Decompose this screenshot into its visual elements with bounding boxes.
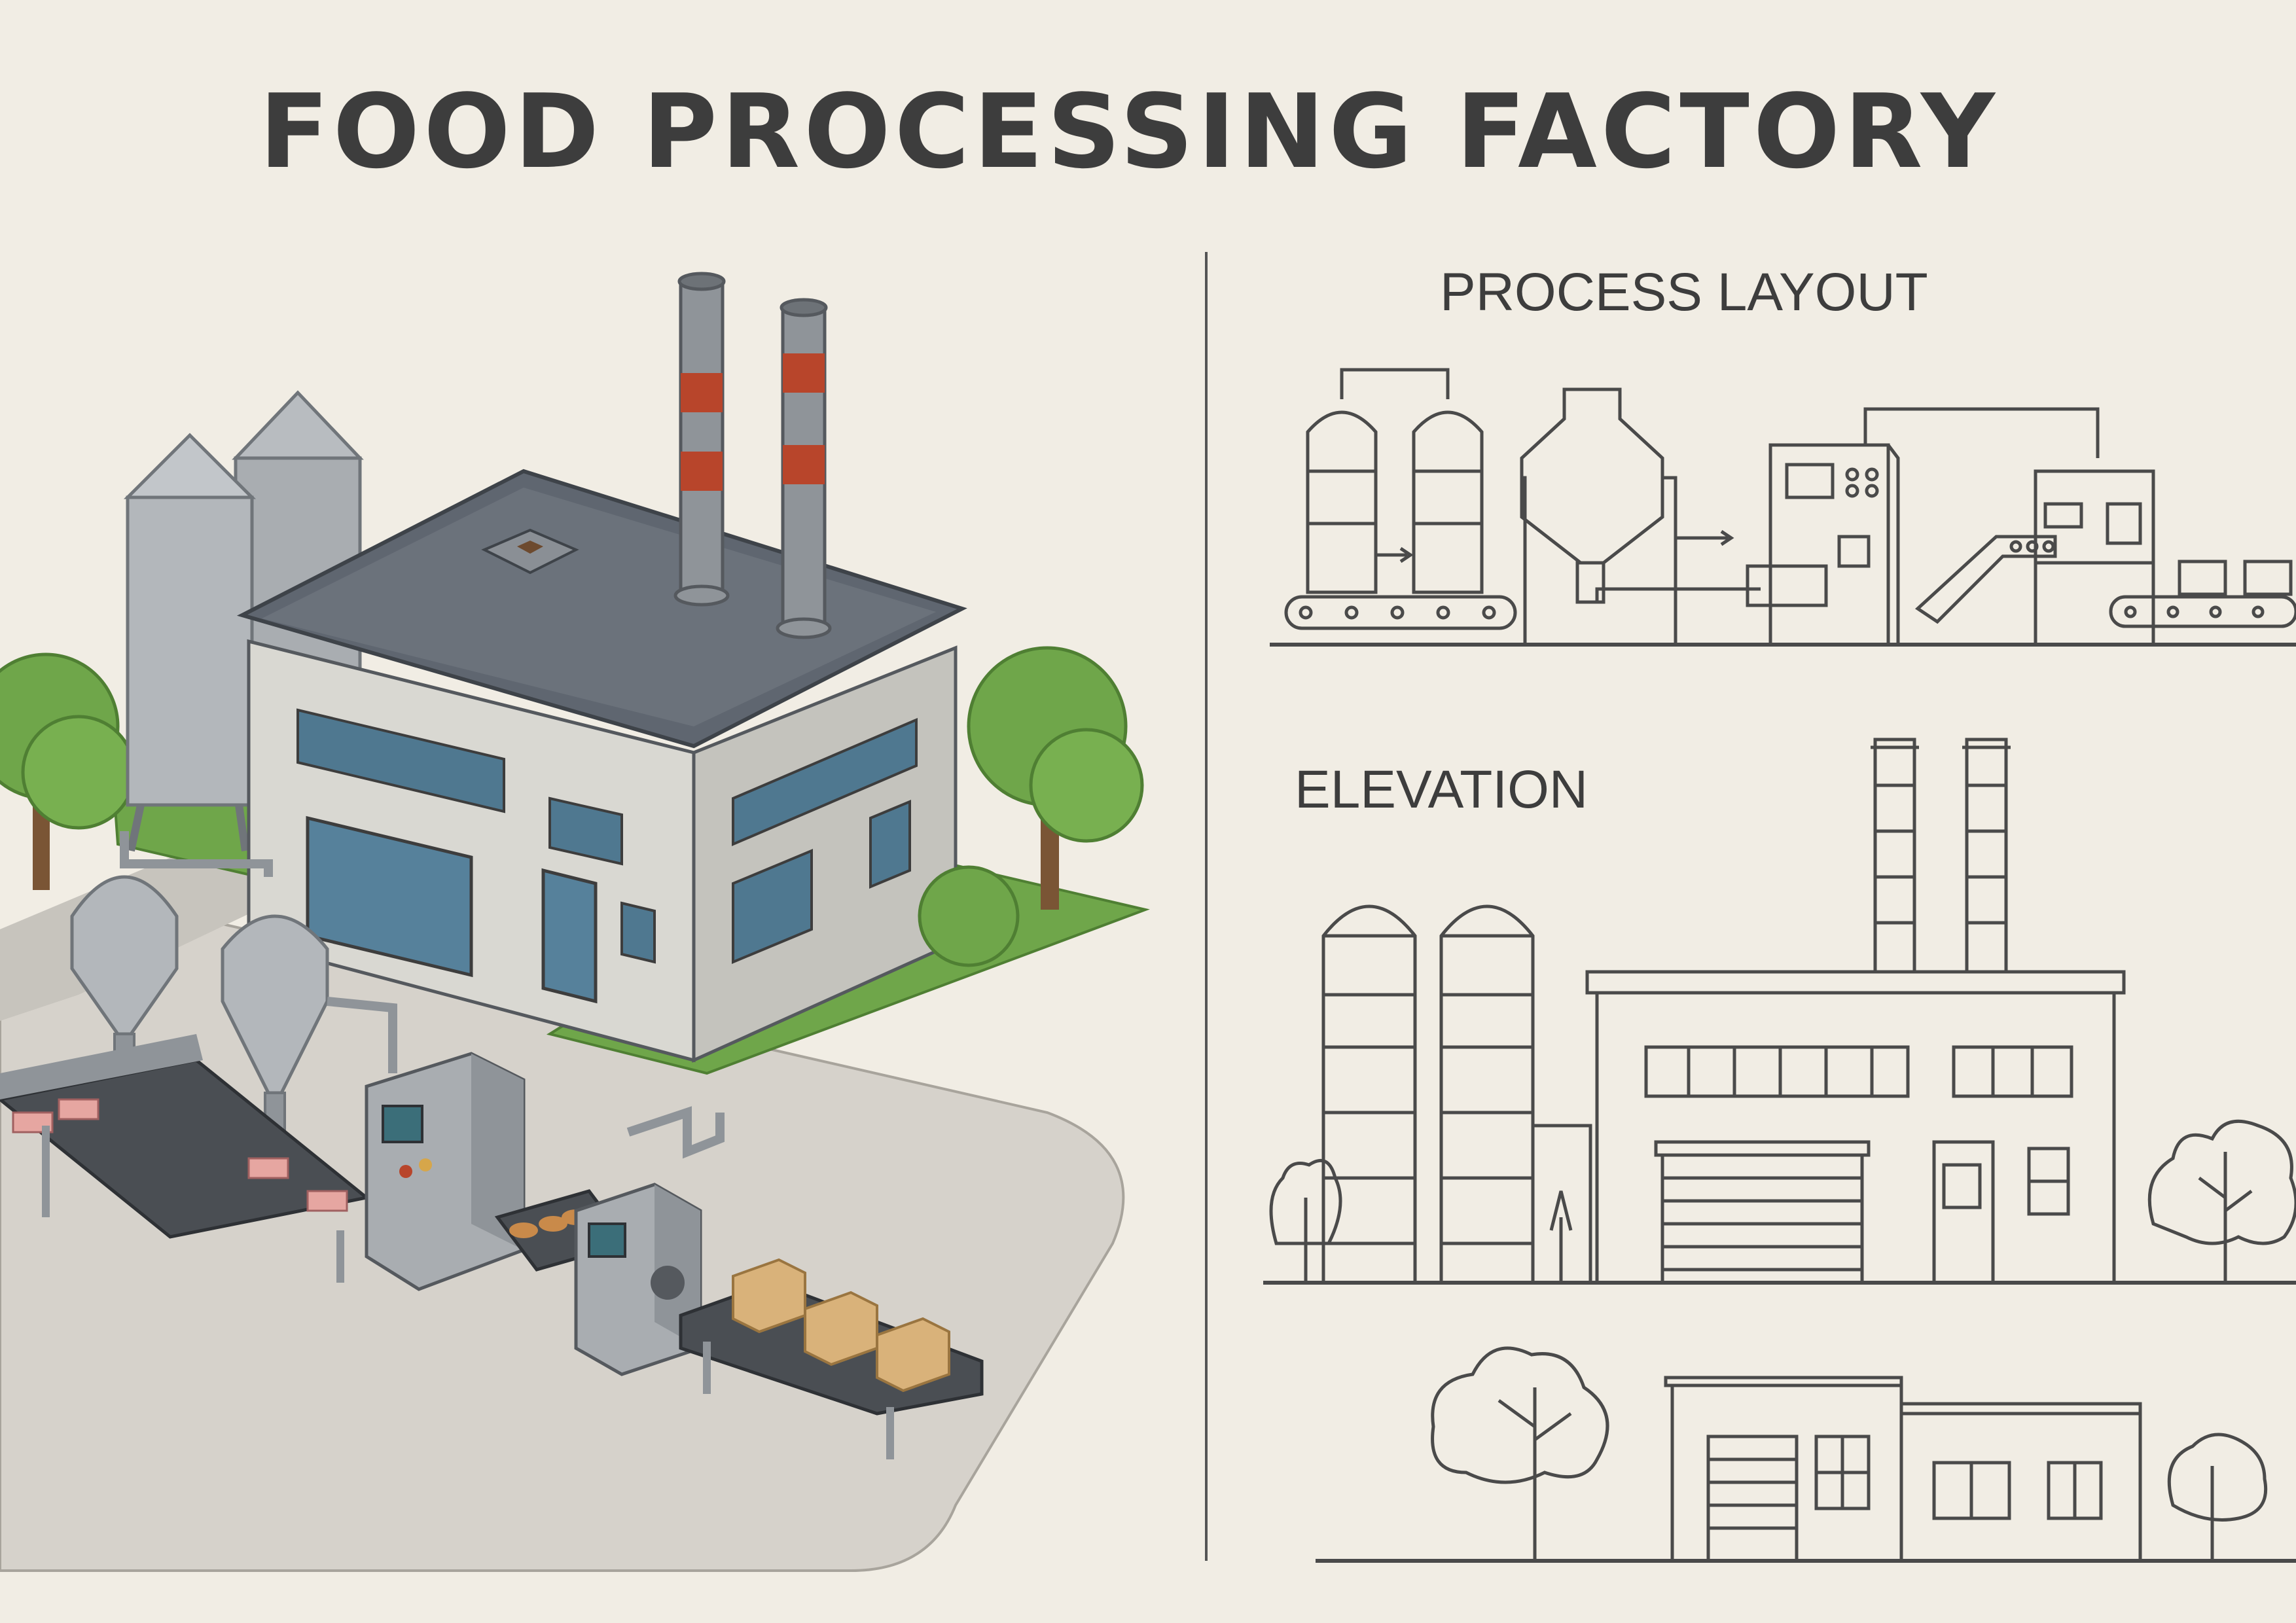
process-machine-2 — [2034, 469, 2155, 647]
process-layout-label: PROCESS LAYOUT — [1440, 262, 1928, 322]
process-conveyor-2 — [1914, 535, 2057, 624]
process-layout-diagram — [1270, 368, 2296, 647]
chimney-left — [673, 272, 730, 607]
elevation-tree-left — [1269, 1158, 1342, 1283]
elevation-silos — [1321, 904, 1535, 1285]
side-building — [1664, 1376, 2142, 1563]
tree-right — [967, 646, 1144, 910]
side-tree-left — [1431, 1346, 1609, 1561]
process-conveyor-1 — [1284, 595, 1517, 630]
elevation-chimneys — [1871, 738, 2011, 974]
hopper-right — [221, 914, 397, 1133]
elevation-shrub — [1549, 1190, 1573, 1283]
side-tree-right — [2167, 1433, 2268, 1561]
processing-machine-1 — [365, 1052, 526, 1291]
garage-door — [306, 815, 473, 978]
elevation-label: ELEVATION — [1295, 760, 1588, 819]
windows-left-face — [296, 708, 656, 964]
process-machine-1 — [1746, 407, 2100, 647]
process-conveyor-3 — [2109, 560, 2296, 628]
elevation-tree-right — [2147, 1119, 2296, 1283]
conveyor-3 — [679, 1258, 984, 1459]
flow-arrows — [1374, 529, 1734, 563]
elevation-diagram — [1263, 738, 2296, 1285]
windows-right-face — [732, 717, 918, 964]
roof-vent — [481, 528, 579, 575]
silo-front — [123, 433, 257, 852]
elevation-building — [1585, 970, 2126, 1285]
chimney-right — [776, 298, 832, 639]
entrance-door — [541, 868, 598, 1004]
bush — [918, 865, 1020, 967]
side-elevation-diagram — [1316, 1346, 2296, 1563]
process-hopper — [1520, 387, 1677, 645]
page-title: FOOD PROCESSING FACTORY — [259, 72, 1999, 191]
panel-divider — [1205, 252, 1208, 1561]
process-silos — [1306, 368, 1484, 594]
